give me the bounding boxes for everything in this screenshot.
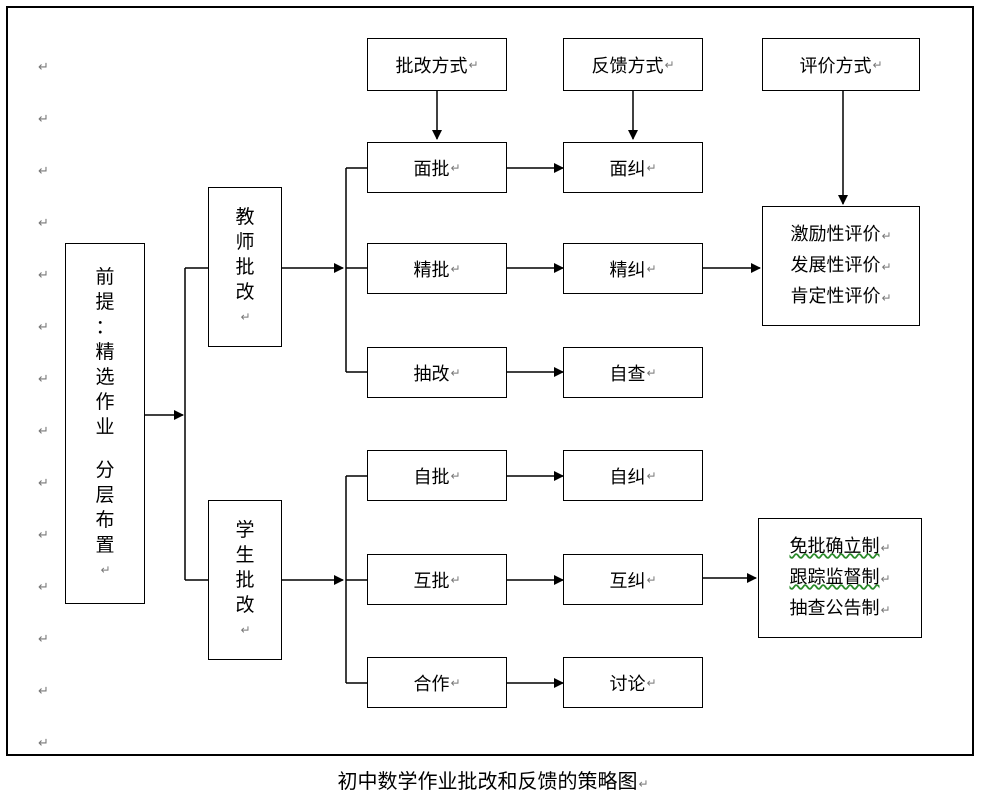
feedback-intensive: 精纠↵ xyxy=(563,243,703,294)
diagram-caption: 初中数学作业批改和反馈的策略图↵ xyxy=(337,769,649,793)
feedback-peer-correct: 互纠↵ xyxy=(563,554,703,605)
margin-paragraph-mark: ↵ xyxy=(38,632,49,647)
margin-paragraph-mark: ↵ xyxy=(38,736,49,751)
feedback-face-to-face: 面纠↵ xyxy=(563,142,703,193)
margin-paragraph-mark: ↵ xyxy=(38,320,49,335)
student-grading-box: 学生 批改 ↵ xyxy=(208,500,282,660)
margin-paragraph-mark: ↵ xyxy=(38,528,49,543)
mechanism-box: 免批确立制↵ 跟踪监督制↵ 抽查公告制↵ xyxy=(758,518,922,638)
grading-self: 自批↵ xyxy=(367,450,507,501)
margin-paragraph-mark: ↵ xyxy=(38,112,49,127)
margin-paragraph-mark: ↵ xyxy=(38,580,49,595)
diagram-frame xyxy=(6,6,974,756)
margin-paragraph-mark: ↵ xyxy=(38,164,49,179)
evaluation-method-header: 评价方式↵ xyxy=(762,38,920,91)
margin-paragraph-mark: ↵ xyxy=(38,476,49,491)
margin-paragraph-mark: ↵ xyxy=(38,424,49,439)
feedback-self-correct: 自纠↵ xyxy=(563,450,703,501)
teacher-grading-box: 教师 批改 ↵ xyxy=(208,187,282,347)
margin-paragraph-mark: ↵ xyxy=(38,684,49,699)
feedback-self-check: 自查↵ xyxy=(563,347,703,398)
feedback-discussion: 讨论↵ xyxy=(563,657,703,708)
premise-box: 前提： 精选作 业 分层 布置 ↵ xyxy=(65,243,145,604)
feedback-method-header: 反馈方式↵ xyxy=(563,38,703,91)
grading-face-to-face: 面批↵ xyxy=(367,142,507,193)
grading-peer: 互批↵ xyxy=(367,554,507,605)
evaluation-types-box: 激励性评价↵ 发展性评价↵ 肯定性评价↵ xyxy=(762,206,920,326)
grading-method-header: 批改方式↵ xyxy=(367,38,507,91)
grading-sampling: 抽改↵ xyxy=(367,347,507,398)
margin-paragraph-mark: ↵ xyxy=(38,372,49,387)
grading-intensive: 精批↵ xyxy=(367,243,507,294)
margin-paragraph-mark: ↵ xyxy=(38,268,49,283)
grading-cooperative: 合作↵ xyxy=(367,657,507,708)
margin-paragraph-mark: ↵ xyxy=(38,216,49,231)
margin-paragraph-mark: ↵ xyxy=(38,60,49,75)
